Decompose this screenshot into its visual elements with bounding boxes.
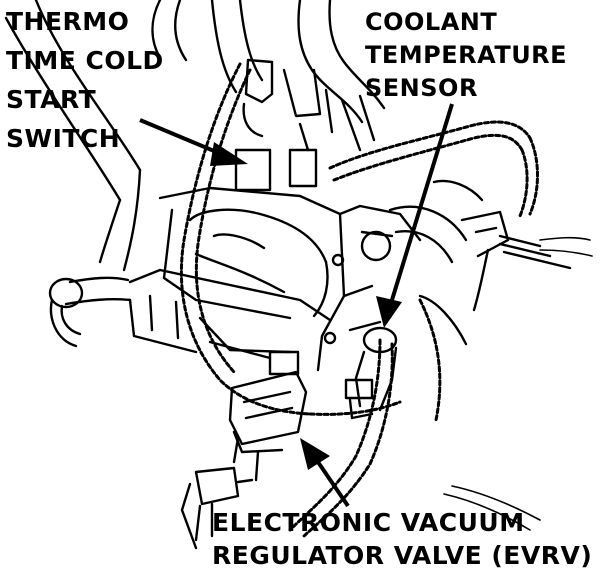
coolant-sensor-label: COOLANT TEMPERATURE SENSOR [365,6,567,105]
evrv-label-line-1: ELECTRONIC VACUUM [212,508,525,537]
thermo-label-line-3: START [6,85,97,114]
thermostat-housing [388,179,572,346]
coolant-label-line-1: COOLANT [365,8,498,36]
arrow-evrv [300,438,350,508]
right-wires [443,236,593,531]
thermo-label-line-1: THERMO [6,7,130,36]
wiring-harness [179,62,539,538]
thermo-label-line-2: TIME COLD [6,46,164,75]
evrv-valve [208,340,308,482]
engine-block [128,186,422,372]
lower-connector [180,466,254,550]
thermo-label-line-4: SWITCH [6,124,121,153]
arrow-coolant-sensor [376,103,454,328]
callout-arrows [139,103,454,508]
left-hose [4,0,142,272]
arrow-thermo-switch [139,118,248,166]
thermo-switch-connector [234,58,376,192]
coolant-label-line-2: TEMPERATURE [365,41,568,69]
evrv-label: ELECTRONIC VACUUM REGULATOR VALVE (EVRV) [212,506,592,572]
upper-hoses [151,0,386,124]
left-elbow-pipe [48,276,132,348]
thermo-switch-label: THERMO TIME COLD START SWITCH [6,2,164,158]
evrv-label-line-2: REGULATOR VALVE (EVRV) [212,541,593,570]
coolant-label-line-3: SENSOR [365,74,478,102]
